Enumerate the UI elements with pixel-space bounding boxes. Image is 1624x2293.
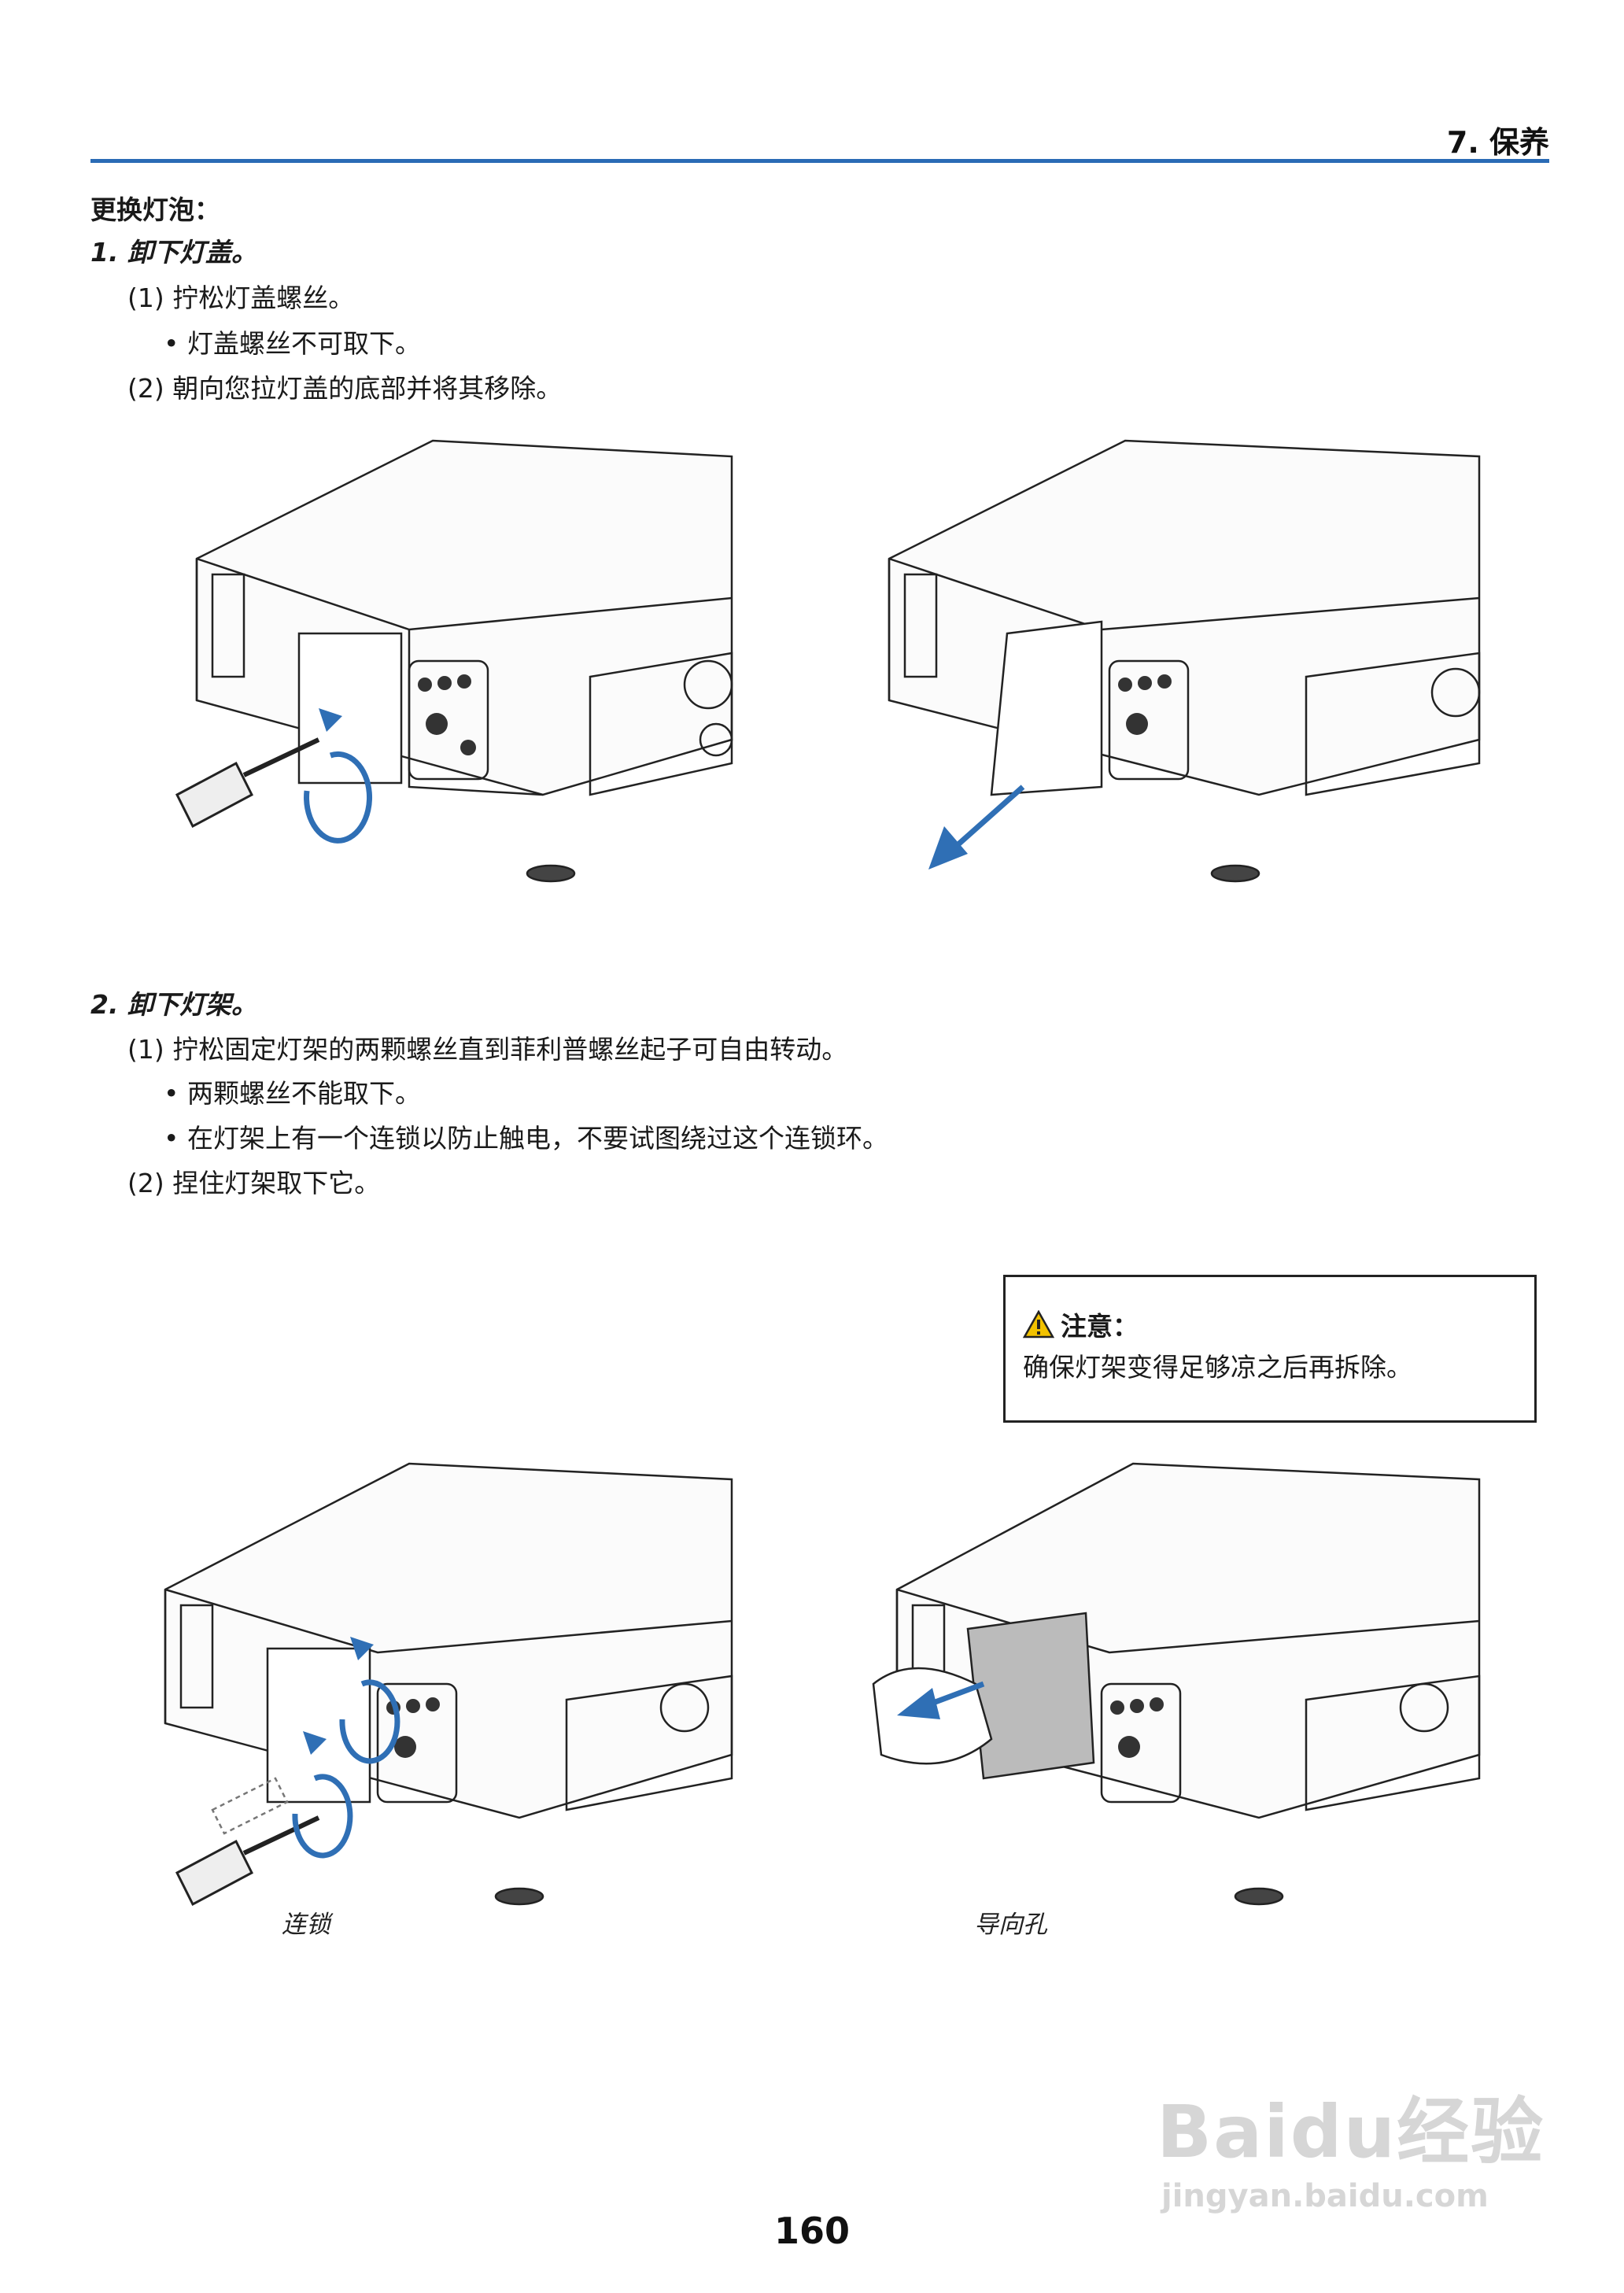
- step1-heading: 1. 卸下灯盖。: [90, 237, 257, 268]
- caution-box: 注意： 确保灯架变得足够凉之后再拆除。: [1003, 1275, 1537, 1423]
- step2-heading: 2. 卸下灯架。: [90, 989, 257, 1020]
- chapter-title: 7. 保养: [1446, 125, 1549, 160]
- step2-bullet1: 两颗螺丝不能取下。: [164, 1073, 421, 1110]
- caption-guide-hole: 导向孔: [974, 1911, 1047, 1939]
- page-number: 160: [773, 2210, 851, 2252]
- illustration-remove-cover: [888, 439, 1481, 883]
- watermark-url: jingyan.baidu.com: [1161, 2178, 1489, 2214]
- illustration-loosen-housing-screws: [164, 1462, 733, 1907]
- step2-bullet2: 在灯架上有一个连锁以防止触电，不要试图绕过这个连锁环。: [164, 1117, 888, 1155]
- illustration-remove-housing: [872, 1462, 1481, 1906]
- header-rule: [90, 159, 1549, 163]
- step2-item1: (1) 拧松固定灯架的两颗螺丝直到菲利普螺丝起子可自由转动。: [127, 1034, 848, 1065]
- step2-item2: (2) 捏住灯架取下它。: [127, 1168, 381, 1198]
- section-title: 更换灯泡：: [90, 194, 220, 225]
- warning-triangle-icon: [1023, 1310, 1054, 1339]
- step1-bullet1: 灯盖螺丝不可取下。: [164, 323, 421, 360]
- caution-text: 确保灯架变得足够凉之后再拆除。: [1023, 1352, 1412, 1383]
- caution-title: 注意：: [1061, 1311, 1139, 1342]
- watermark-brand: Baidu经验: [1157, 2090, 1545, 2174]
- step1-item2: (2) 朝向您拉灯盖的底部并将其移除。: [127, 373, 563, 404]
- watermark: Baidu经验 jingyan.baidu.com: [1157, 2073, 1545, 2214]
- step1-item1: (1) 拧松灯盖螺丝。: [127, 282, 355, 313]
- illustration-loosen-cover-screw: [175, 439, 733, 883]
- caption-interlock: 连锁: [282, 1911, 330, 1939]
